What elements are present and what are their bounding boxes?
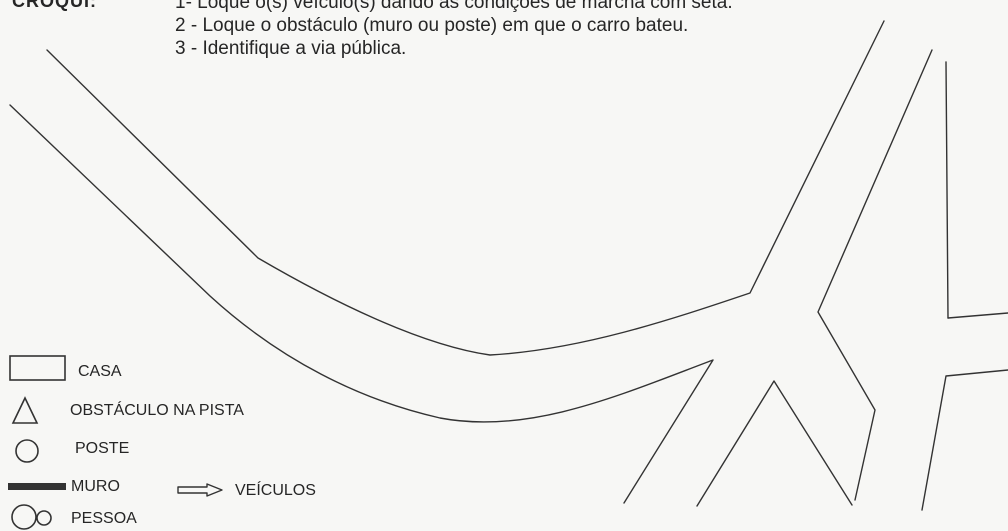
right-road-edge-upper xyxy=(945,61,949,319)
legend-pole-label: POSTE xyxy=(75,440,130,457)
island-edge xyxy=(696,380,853,507)
legend-vehicles-label: VEÍCULOS xyxy=(235,482,316,499)
branch-edge-upper xyxy=(817,49,933,501)
right-road-edge xyxy=(921,369,1008,511)
wall-icon xyxy=(8,483,66,490)
person-body-icon xyxy=(36,510,52,526)
instruction-3: 3 - Identifique a via pública. xyxy=(175,38,407,59)
legend-obstacle-label: OBSTÁCULO NA PISTA xyxy=(70,402,244,419)
legend-wall-label: MURO xyxy=(71,478,120,495)
pole-icon xyxy=(15,439,39,463)
instruction-1: 1- Loque o(s) veículo(s) dando as condiç… xyxy=(175,0,733,13)
vehicle-arrow-icon xyxy=(177,483,223,497)
legend-house-label: CASA xyxy=(78,363,122,380)
person-head-icon xyxy=(11,504,37,530)
sketch-heading: CROQUI: xyxy=(12,0,97,11)
road-edge-upper xyxy=(46,20,885,356)
legend-person-label: PESSOA xyxy=(71,510,137,527)
house-icon xyxy=(9,355,66,381)
right-road-edge-upper-cap xyxy=(947,312,1008,319)
obstacle-triangle-icon xyxy=(11,396,39,424)
instruction-2: 2 - Loque o obstáculo (muro ou poste) em… xyxy=(175,15,689,36)
road-edge-lower xyxy=(9,104,714,504)
